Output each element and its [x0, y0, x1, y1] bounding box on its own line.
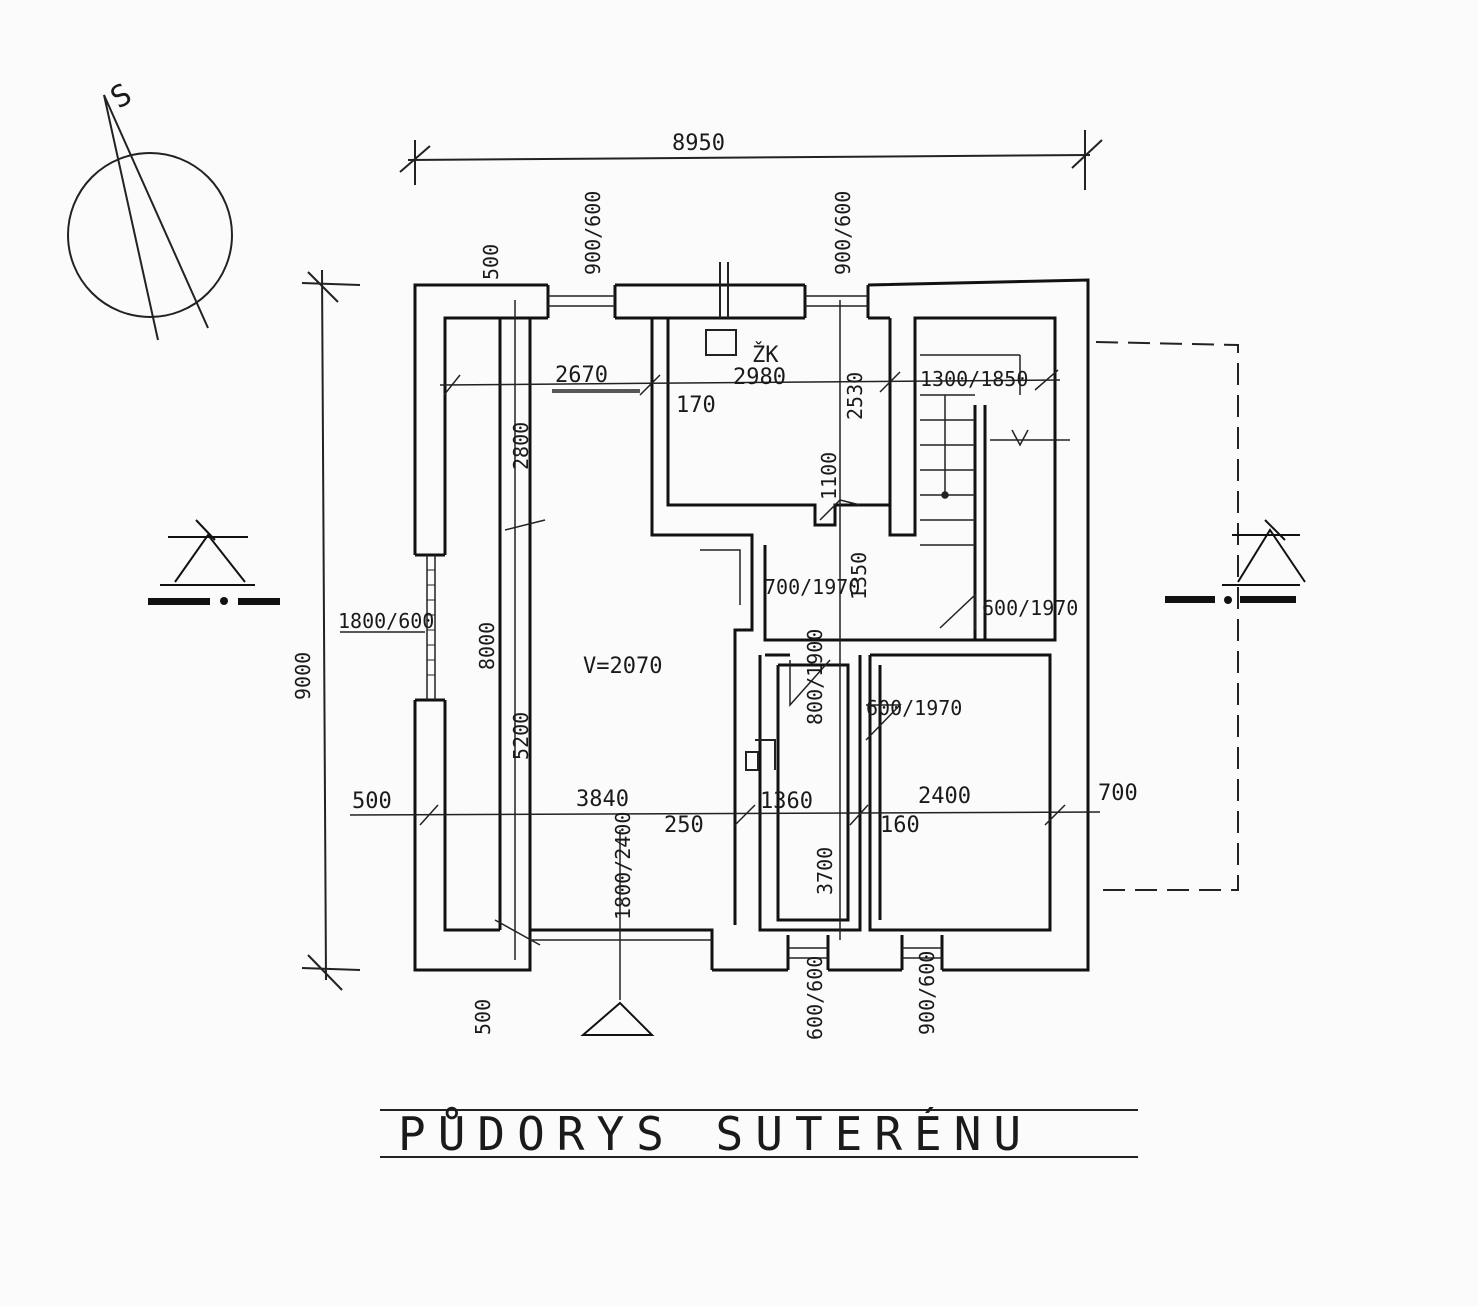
overall-height-label: 9000 — [291, 652, 315, 700]
section-dot-right — [1224, 596, 1232, 604]
drawing-title: PŮDORYS SUTERÉNU — [398, 1107, 1033, 1161]
dim-500-left: 500 — [352, 789, 392, 814]
dim-3840: 3840 — [576, 787, 629, 812]
overall-height-dimension-line — [301, 269, 361, 991]
dim-700-right: 700 — [1098, 781, 1138, 806]
section-mark-left — [160, 519, 255, 586]
north-arrow-label: S — [105, 77, 138, 116]
dim-1100-vertical: 1100 — [817, 452, 841, 500]
exterior-walls — [413, 278, 1090, 972]
section-line-left-a — [148, 598, 210, 605]
dim-2670: 2670 — [555, 363, 608, 388]
dim-500-top: 500 — [479, 244, 503, 280]
dim-3700: 3700 — [813, 847, 837, 895]
north-arrow-circle — [67, 152, 233, 318]
dim-2530: 2530 — [843, 372, 867, 420]
dim-1360: 1360 — [760, 789, 813, 814]
overall-width-label: 8950 — [672, 131, 725, 156]
dim-1800-2400: 1800/2400 — [611, 812, 635, 920]
dim-1300-1850: 1300/1850 — [920, 367, 1028, 391]
dim-900-600-top-right: 900/600 — [831, 191, 855, 275]
interior-dimension-lines — [349, 300, 1101, 1000]
dim-2800: 2800 — [509, 422, 533, 470]
dim-8000: 8000 — [475, 622, 499, 670]
dim-800-1900: 800/1900 — [803, 629, 827, 725]
dim-2980: 2980 — [733, 365, 786, 390]
dim-900-600-top-left: 900/600 — [581, 191, 605, 275]
overall-width-dimension-line — [399, 130, 1103, 190]
dim-v2070: V=2070 — [583, 654, 662, 679]
dim-600-600-bottom-left: 600/600 — [803, 956, 827, 1040]
staircase — [920, 354, 1070, 546]
dim-1350: 1350 — [847, 552, 871, 600]
section-line-right-b — [1240, 596, 1296, 603]
boiler-label: ŽK — [752, 342, 779, 368]
dim-170: 170 — [676, 393, 716, 418]
section-line-right-a — [1165, 596, 1215, 603]
section-mark-right — [1222, 519, 1306, 586]
left-window-hatch — [427, 569, 435, 676]
section-dot-left — [220, 597, 228, 605]
section-line-left-b — [238, 598, 280, 605]
dim-160: 160 — [880, 813, 920, 838]
dim-600-1970-stair: 600/1970 — [982, 596, 1078, 620]
dim-2400: 2400 — [918, 784, 971, 809]
dim-700-1970: 700/1970 — [764, 575, 860, 599]
dim-250: 250 — [664, 813, 704, 838]
door-swings — [700, 499, 976, 741]
dim-1800-600: 1800/600 — [338, 609, 434, 633]
interior-walls — [498, 316, 1057, 932]
dim-900-600-bottom-right: 900/600 — [915, 951, 939, 1035]
north-arrow — [67, 94, 233, 341]
boiler-fixture — [705, 262, 776, 771]
dim-5200: 5200 — [509, 712, 533, 760]
dim-600-1970-small: 600/1970 — [866, 696, 962, 720]
dim-500-bottom: 500 — [471, 999, 495, 1035]
entrance-marker — [580, 1001, 655, 1036]
windows — [426, 295, 942, 959]
terrace-outline — [1095, 341, 1239, 891]
